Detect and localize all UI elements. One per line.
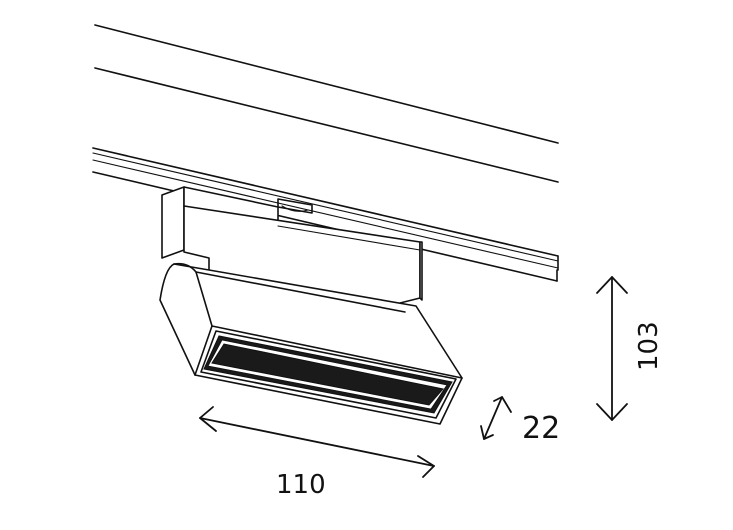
dimension-depth: 22 — [480, 396, 560, 446]
ceiling-lines — [94, 24, 559, 183]
track-rail — [92, 147, 559, 282]
dimension-length: 110 — [199, 406, 435, 500]
spotlight-head — [159, 262, 463, 425]
depth-label: 22 — [522, 411, 560, 446]
height-label: 103 — [634, 321, 664, 371]
dimension-height: 103 — [596, 276, 664, 421]
length-label: 110 — [276, 470, 326, 500]
